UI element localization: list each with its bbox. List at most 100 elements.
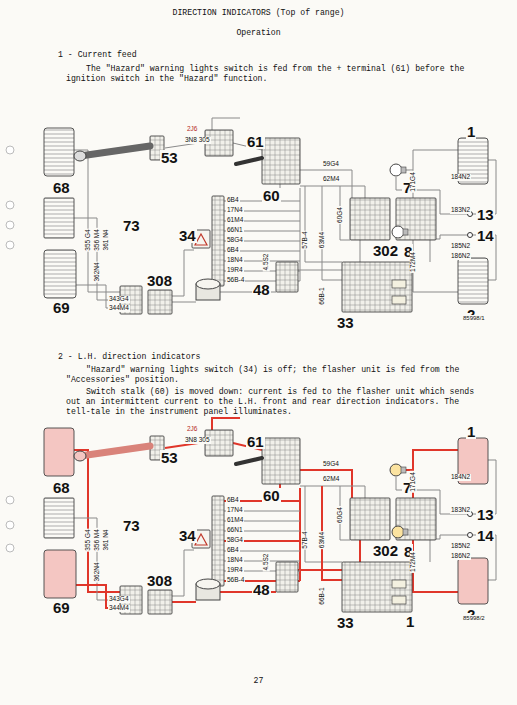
wire-code: 171G4	[410, 171, 417, 193]
lamp-69	[44, 550, 76, 598]
wire	[430, 540, 431, 562]
wire-code: 17N4	[226, 507, 244, 514]
bulb	[392, 226, 404, 238]
fuse	[392, 596, 406, 604]
wire	[300, 186, 365, 198]
wire-code: 185N2	[450, 543, 471, 550]
switch-60	[262, 438, 300, 484]
wire-code: 62M4	[322, 476, 340, 483]
wire-code: 362N4	[94, 561, 101, 582]
callout-number: 60	[262, 488, 281, 503]
wire-code: 58G4	[226, 237, 244, 244]
callout-number: 61	[246, 434, 265, 449]
wiring-diagram	[44, 418, 496, 614]
figure-number: 85998/1	[462, 315, 486, 321]
paragraph: "Hazard" warning lights switch (34) is o…	[66, 365, 486, 385]
wire-code: 3N8 305	[184, 437, 211, 444]
callout-number: 69	[52, 600, 71, 615]
callout-number: 68	[52, 180, 71, 195]
wire-code: 184N2	[450, 174, 471, 181]
hazard-symbol	[195, 534, 207, 545]
fuse	[392, 580, 406, 588]
bulb-base	[403, 529, 408, 535]
wire-code: 2J6	[186, 126, 198, 133]
wire-code: 361 N4	[103, 529, 110, 552]
callout-number: 33	[336, 315, 355, 330]
wire-code: 183N2	[450, 507, 471, 514]
callout-number: 1	[466, 424, 476, 439]
wire-code: 62M4	[322, 176, 340, 183]
punch-hole	[6, 241, 14, 249]
connector-302	[350, 498, 390, 540]
callout-number: 13	[476, 507, 495, 522]
wire-code: 6B4	[226, 497, 240, 504]
punch-hole	[6, 146, 14, 154]
figure-number: 85998/2	[462, 615, 486, 621]
flasher-top	[196, 279, 220, 289]
wire-code: 61M4	[226, 517, 244, 524]
wire	[359, 540, 361, 562]
wire-code: 172M4	[410, 251, 417, 273]
lamp-2	[458, 558, 488, 604]
callout-number: 73	[122, 518, 141, 533]
wire-code: 4.5S2	[263, 253, 270, 272]
wiring-diagram	[44, 118, 496, 314]
wire-code: 63M4	[319, 231, 326, 249]
callout-number: 34	[178, 528, 197, 543]
wire	[212, 118, 240, 130]
wire-code: 58G4	[226, 537, 244, 544]
connector-302	[350, 198, 390, 240]
callout-number: 73	[122, 218, 141, 233]
fuse	[392, 280, 406, 288]
wire-code: 186N2	[450, 553, 471, 560]
fuse-box	[342, 262, 412, 312]
wire-code: 6B4	[226, 547, 240, 554]
callout-number: 48	[252, 582, 271, 597]
callout-number: 1	[466, 124, 476, 139]
lamp-69	[44, 250, 76, 298]
callout-number: 308	[146, 273, 173, 288]
callout-number: 61	[246, 134, 265, 149]
punch-hole	[6, 496, 14, 504]
wire-code: 4.5S2	[263, 553, 270, 572]
punch-hole	[6, 521, 14, 529]
wire	[172, 550, 194, 596]
earth-terminal	[468, 233, 473, 238]
wire	[360, 240, 361, 262]
wire	[305, 186, 342, 262]
wire-code: 60G4	[337, 506, 344, 524]
callout-number: 68	[52, 480, 71, 495]
wire	[74, 218, 120, 300]
wire-code: 57B-4	[302, 230, 309, 249]
connector-308	[148, 290, 172, 314]
wire	[74, 518, 120, 600]
punch-hole	[6, 221, 14, 229]
bulb-base	[401, 467, 406, 473]
callout-number: 1	[405, 614, 415, 629]
wire-code: 19R4	[226, 267, 244, 274]
callout-number: 48	[252, 282, 271, 297]
wire-code: 343G4	[108, 596, 130, 603]
title: DIRECTION INDICATORS (Top of range)	[0, 8, 517, 18]
fuse-box	[342, 562, 412, 612]
wire	[300, 188, 301, 281]
wire-code: 66N1	[226, 527, 244, 534]
connector-48	[276, 562, 298, 592]
punch-hole	[6, 201, 14, 209]
callout-number: 308	[146, 573, 173, 588]
fuse	[392, 296, 406, 304]
lamp-68	[44, 428, 74, 476]
wire-code: 66B-1	[319, 586, 326, 605]
lamp-73	[44, 198, 74, 238]
wire-code: 57B-4	[302, 530, 309, 549]
wire-code: 344M4	[108, 605, 130, 612]
wire-code: 186N2	[450, 253, 471, 260]
bulb	[390, 164, 402, 176]
stalk-switch	[80, 446, 150, 456]
wire	[430, 240, 431, 262]
lever	[236, 458, 262, 464]
wire-code: 3N8 305	[184, 137, 211, 144]
callout-number: 60	[262, 188, 281, 203]
wire-code: 66B-1	[319, 286, 326, 305]
bulb-base	[403, 229, 408, 235]
